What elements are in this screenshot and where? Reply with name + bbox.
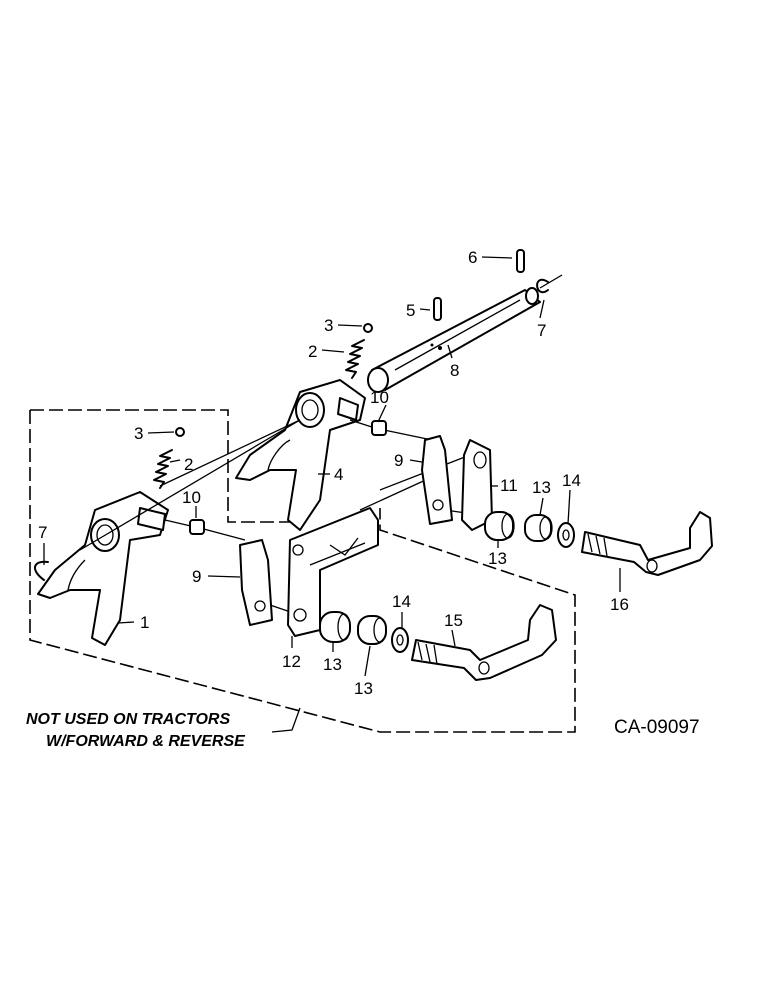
callout-8: 8 [450, 361, 459, 380]
callout-14: 14 [562, 471, 581, 490]
callout-1: 1 [140, 613, 149, 632]
leader-lines [43, 256, 621, 677]
callout-10: 10 [370, 388, 389, 407]
note-leader [271, 707, 301, 733]
callout-13: 13 [532, 478, 551, 497]
callout-2: 2 [308, 342, 317, 361]
shift-fork-upper [235, 379, 366, 531]
callout-14: 14 [392, 592, 411, 611]
callout-3: 3 [134, 424, 143, 443]
callout-5: 5 [406, 301, 415, 320]
callout-11: 11 [500, 476, 518, 495]
usage-note: NOT USED ON TRACTORS W/FORWARD & REVERSE [26, 711, 246, 750]
usage-note-line-2: W/FORWARD & REVERSE [46, 733, 246, 750]
callout-6: 6 [468, 248, 477, 267]
shift-arm-16 [581, 511, 713, 576]
shift-fork-lower [37, 491, 169, 646]
figure-id: CA-09097 [614, 717, 700, 738]
callout-2: 2 [184, 455, 193, 474]
callout-7: 7 [537, 321, 546, 340]
shift-arm-15 [411, 604, 557, 681]
levers [239, 435, 453, 626]
detent-springs [153, 323, 373, 489]
callout-10: 10 [182, 488, 201, 507]
washers [391, 522, 575, 653]
callout-13: 13 [354, 679, 373, 698]
callout-3: 3 [324, 316, 333, 335]
optional-parts-boundary [29, 409, 576, 733]
callout-4: 4 [334, 465, 343, 484]
callout-13: 13 [488, 549, 507, 568]
callout-12: 12 [282, 652, 301, 671]
callout-9: 9 [394, 451, 403, 470]
shift-rail [367, 274, 563, 393]
callout-9: 9 [192, 567, 201, 586]
mounting-plate [287, 507, 379, 637]
callout-labels: 1 2 2 3 3 4 5 6 7 7 8 9 9 10 10 11 12 13… [38, 248, 629, 698]
callout-7: 7 [38, 523, 47, 542]
callout-13: 13 [323, 655, 342, 674]
needle-bearings [319, 511, 553, 645]
callout-15: 15 [444, 611, 463, 630]
bushings [189, 420, 387, 535]
usage-note-line-1: NOT USED ON TRACTORS [26, 711, 230, 728]
plate-11 [461, 439, 493, 531]
callout-16: 16 [610, 595, 629, 614]
roll-pins [433, 249, 525, 321]
